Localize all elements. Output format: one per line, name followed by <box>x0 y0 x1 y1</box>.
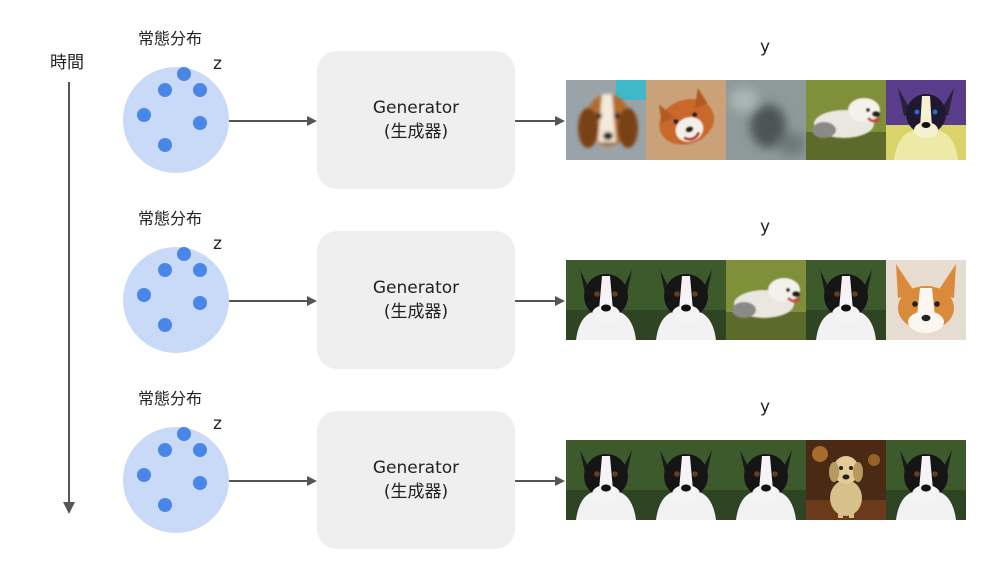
arrow-to-generator <box>229 300 309 302</box>
generated-image-border-collie <box>646 440 726 520</box>
latent-sample-dot <box>193 263 207 277</box>
latent-sample-dot <box>193 83 207 97</box>
arrow-to-generator-head <box>307 116 317 126</box>
arrow-to-output <box>515 480 557 482</box>
latent-sample-dot <box>193 116 207 130</box>
latent-sample-dot <box>137 468 151 482</box>
generator-box: Generator(生成器) <box>317 411 515 549</box>
generator-title: Generator <box>373 96 459 120</box>
generated-image-sheepdog-running <box>806 80 886 160</box>
time-axis-arrowhead <box>63 502 75 514</box>
generated-image-corgi <box>886 260 966 340</box>
latent-sample-dot <box>158 263 172 277</box>
latent-sample-dot <box>158 138 172 152</box>
z-label: z <box>213 414 222 434</box>
latent-sample-dot <box>158 318 172 332</box>
arrow-to-output <box>515 120 557 122</box>
latent-sample-dot <box>177 247 191 261</box>
generator-subtitle: (生成器) <box>384 120 448 144</box>
generated-image-border-collie <box>646 260 726 340</box>
generated-image-border-collie <box>726 440 806 520</box>
latent-sample-dot <box>177 67 191 81</box>
y-label: y <box>760 397 770 417</box>
latent-sample-dot <box>177 427 191 441</box>
generated-image-beagle-blurry <box>566 80 646 160</box>
z-label: z <box>213 54 222 74</box>
generator-title: Generator <box>373 276 459 300</box>
y-label: y <box>760 217 770 237</box>
distribution-label: 常態分布 <box>138 385 202 409</box>
generated-image-corgi-tilted <box>646 80 726 160</box>
generated-image-border-collie <box>566 440 646 520</box>
generated-image-sheepdog-running <box>726 260 806 340</box>
arrow-to-generator-head <box>307 476 317 486</box>
time-axis-line <box>68 82 70 502</box>
generated-image-border-collie <box>806 260 886 340</box>
distribution-label: 常態分布 <box>138 205 202 229</box>
arrow-to-output-head <box>555 116 565 126</box>
distribution-label: 常態分布 <box>138 25 202 49</box>
latent-sample-dot <box>193 296 207 310</box>
generated-image-border-collie <box>886 440 966 520</box>
arrow-to-generator <box>229 120 309 122</box>
arrow-to-output-head <box>555 476 565 486</box>
arrow-to-generator <box>229 480 309 482</box>
latent-sample-dot <box>193 443 207 457</box>
time-axis-label: 時間 <box>50 48 84 73</box>
arrow-to-output <box>515 300 557 302</box>
generated-image-border-collie <box>566 260 646 340</box>
generator-subtitle: (生成器) <box>384 300 448 324</box>
generated-image-labrador-sitting <box>806 440 886 520</box>
y-label: y <box>760 37 770 57</box>
generator-box: Generator(生成器) <box>317 231 515 369</box>
latent-sample-dot <box>158 498 172 512</box>
latent-sample-dot <box>137 108 151 122</box>
generated-image-blurred-noise <box>726 80 806 160</box>
latent-sample-dot <box>158 83 172 97</box>
arrow-to-generator-head <box>307 296 317 306</box>
z-label: z <box>213 234 222 254</box>
generator-box: Generator(生成器) <box>317 51 515 189</box>
generator-title: Generator <box>373 456 459 480</box>
generated-image-border-collie-colorful <box>886 80 966 160</box>
latent-sample-dot <box>158 443 172 457</box>
latent-sample-dot <box>137 288 151 302</box>
arrow-to-output-head <box>555 296 565 306</box>
generator-subtitle: (生成器) <box>384 480 448 504</box>
latent-sample-dot <box>193 476 207 490</box>
